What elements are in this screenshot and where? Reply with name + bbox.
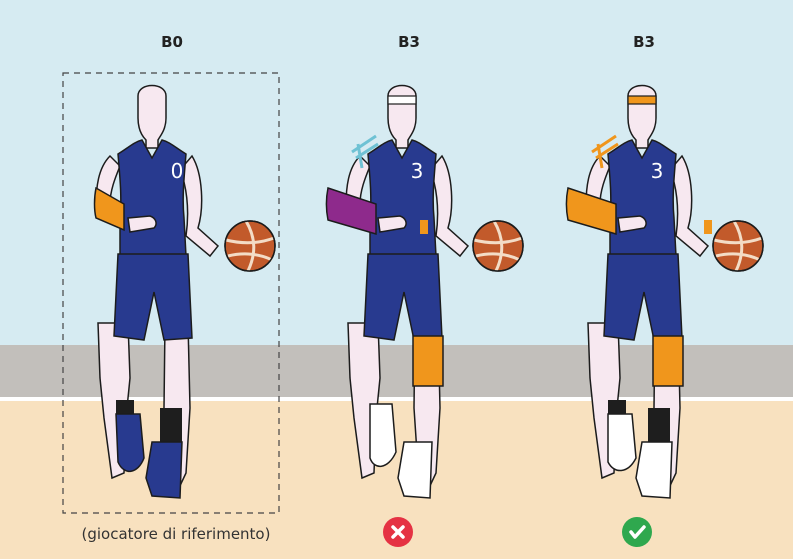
orange-arm-sleeve bbox=[93, 186, 125, 232]
player-label-b0: B0 bbox=[161, 33, 183, 51]
player-b3-wrong bbox=[325, 84, 525, 499]
black-sock bbox=[648, 408, 670, 444]
check-icon bbox=[622, 517, 652, 547]
jersey-number: 3 bbox=[651, 159, 664, 183]
orange-arm-sleeve bbox=[565, 187, 617, 235]
court-line bbox=[0, 397, 793, 401]
black-sock bbox=[160, 408, 182, 444]
player-b0 bbox=[93, 84, 277, 499]
orange-shoulder-tape bbox=[591, 134, 619, 169]
white-shoe bbox=[607, 413, 637, 472]
orange-wristband bbox=[420, 220, 428, 234]
reference-dashed-box bbox=[62, 72, 280, 514]
orange-headband bbox=[627, 95, 657, 105]
white-shoe bbox=[397, 441, 433, 499]
player-label-b3-wrong: B3 bbox=[398, 33, 420, 51]
blue-shoe bbox=[145, 441, 183, 499]
jersey-number: 3 bbox=[411, 159, 424, 183]
basketball bbox=[711, 219, 765, 273]
orange-knee-brace bbox=[412, 335, 444, 387]
jersey-number: 0 bbox=[171, 159, 184, 183]
player-b3-right bbox=[565, 84, 765, 499]
basketball bbox=[471, 219, 525, 273]
white-headband bbox=[387, 95, 417, 105]
reference-caption: (giocatore di riferimento) bbox=[81, 525, 271, 543]
player-label-b3-right: B3 bbox=[633, 33, 655, 51]
white-shoe bbox=[635, 441, 673, 499]
orange-wristband bbox=[704, 220, 712, 234]
blue-shoe bbox=[115, 413, 145, 472]
blue-shoulder-tape bbox=[351, 134, 379, 169]
white-shoe bbox=[369, 403, 397, 467]
cross-icon bbox=[383, 517, 413, 547]
basketball bbox=[223, 219, 277, 273]
orange-knee-brace bbox=[652, 335, 684, 387]
purple-arm-sleeve bbox=[325, 187, 377, 235]
